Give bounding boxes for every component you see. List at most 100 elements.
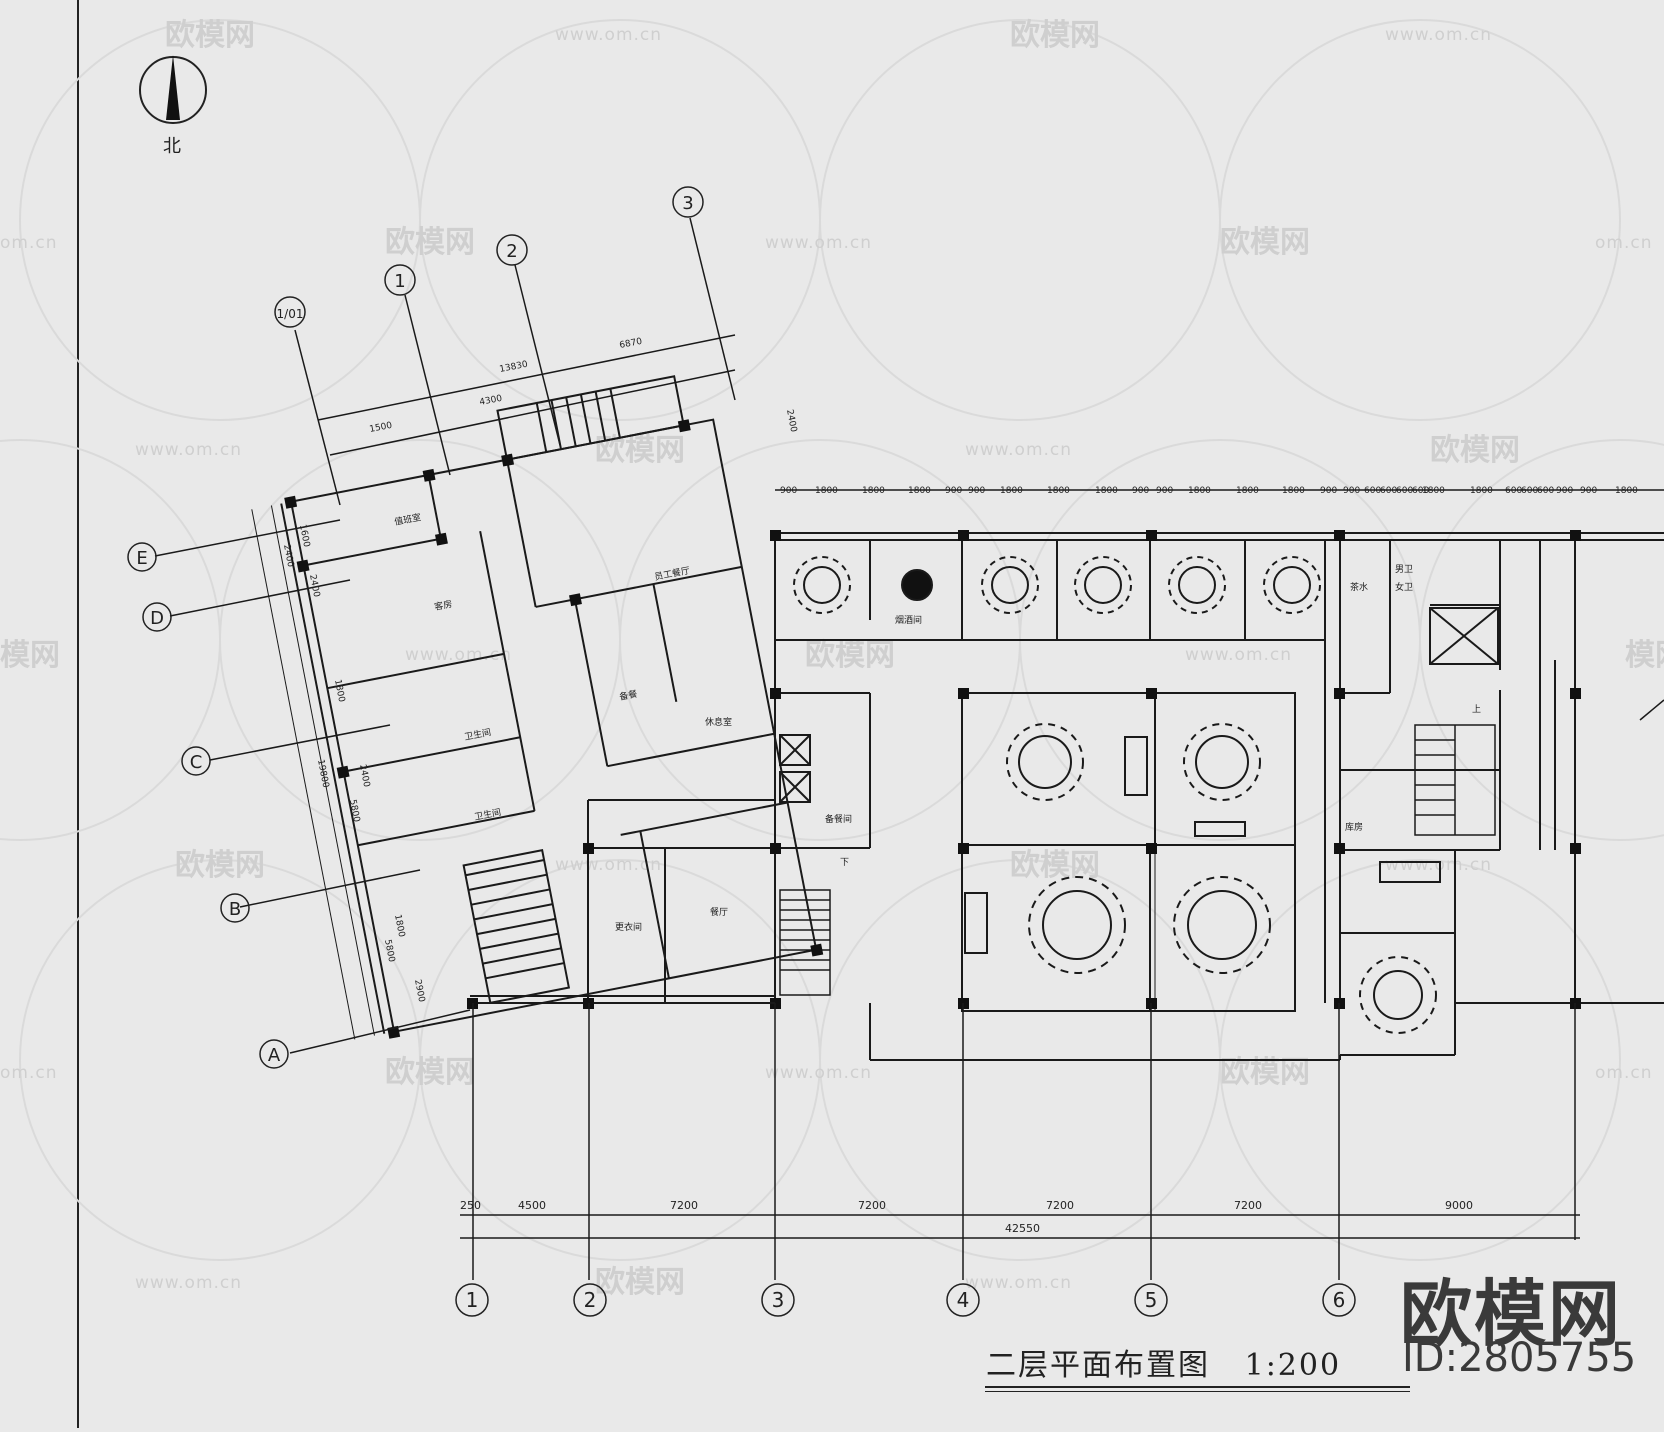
room-label: 库房 xyxy=(1345,821,1363,833)
room-label: 值班室 xyxy=(393,511,422,528)
dim-label: 1800 xyxy=(392,914,406,939)
main-building-walls xyxy=(774,532,1664,1061)
title-underline-thin xyxy=(985,1391,1410,1392)
wm-brand: 欧模网 xyxy=(165,18,255,53)
axis-label: 1 xyxy=(394,271,405,292)
wm-brand: 欧模网 xyxy=(1010,848,1100,883)
dim-label: 2400 xyxy=(307,574,321,599)
dim-label: 2400 xyxy=(357,764,371,789)
scale-text: 1:200 xyxy=(1244,1348,1342,1383)
dim-label: 6870 xyxy=(619,337,644,351)
room-label: 女卫 xyxy=(1395,581,1413,593)
axis-label: E xyxy=(136,548,147,569)
dim-label: 1800 xyxy=(1422,486,1445,496)
axis-label: 5 xyxy=(1145,1288,1158,1312)
dim-label: 2900 xyxy=(412,979,426,1004)
room-label: 更衣间 xyxy=(615,921,642,933)
dim-label: 1800 xyxy=(1236,486,1259,496)
dim-label: 1800 xyxy=(815,486,838,496)
dim-label: 7200 xyxy=(858,1199,886,1212)
room-label: 备餐间 xyxy=(825,813,852,825)
wm-brand: 欧模网 xyxy=(1220,225,1310,260)
bottom-dimensions: 250 4500 7200 7200 7200 7200 9000 42550 xyxy=(460,1199,1473,1235)
wm-url: www.om.cn xyxy=(765,1063,872,1083)
wm-brand: 欧模网 xyxy=(805,638,895,673)
wm-url: www.om.cn xyxy=(965,1273,1072,1293)
dim-label: 600 xyxy=(1537,486,1554,496)
wm-url: www.om.cn xyxy=(555,25,662,45)
room-label: 卫生间 xyxy=(463,726,492,743)
wm-url: www.om.cn xyxy=(1185,645,1292,665)
dim-label: 7200 xyxy=(1046,1199,1074,1212)
room-label: 备餐 xyxy=(618,688,638,703)
dim-label: 1800 xyxy=(1000,486,1023,496)
dim-label: 900 xyxy=(1556,486,1573,496)
dim-label: 600 xyxy=(1505,486,1522,496)
wm-url: www.om.cn xyxy=(965,440,1072,460)
drawing-title: 二层平面布置图 1:200 xyxy=(986,1340,1341,1384)
axis-label: 1 xyxy=(466,1288,479,1312)
dim-label: 1500 xyxy=(369,421,394,435)
wm-url: www.om.cn xyxy=(555,855,662,875)
dim-label: 2400 xyxy=(281,544,295,569)
axis-label: 3 xyxy=(772,1288,785,1312)
watermark-brand: 欧模网 xyxy=(1400,1272,1623,1356)
dim-label: 2400 xyxy=(784,409,798,434)
wm-brand: 欧模网 xyxy=(175,848,265,883)
watermark-texts: 欧模网 www.om.cn 欧模网 www.om.cn om.cn 欧模网 ww… xyxy=(0,18,1664,1300)
dim-label: 900 xyxy=(1156,486,1173,496)
dim-label: 1800 xyxy=(1047,486,1070,496)
wm-brand: 欧模网 xyxy=(1010,18,1100,53)
dim-label: 600 xyxy=(1380,486,1397,496)
dim-label: 9000 xyxy=(1445,1199,1473,1212)
dim-label: 4500 xyxy=(518,1199,546,1212)
top-axis-lines xyxy=(294,217,736,506)
dim-label: 250 xyxy=(460,1199,481,1212)
bottom-axis-bubbles: 1 2 3 4 5 6 xyxy=(455,1283,1356,1317)
stair-main xyxy=(779,724,1496,996)
axis-label: B xyxy=(229,899,241,920)
room-label: 烟酒间 xyxy=(895,614,922,626)
dim-label: 1800 xyxy=(1615,486,1638,496)
axis-lines xyxy=(460,489,1664,1280)
dim-label: 1800 xyxy=(332,679,346,704)
axis-label: 2 xyxy=(584,1288,597,1312)
dim-label: 600 xyxy=(1396,486,1413,496)
dim-label: 1800 xyxy=(1095,486,1118,496)
room-label: 下 xyxy=(840,858,849,868)
wm-brand: 欧模网 xyxy=(595,433,685,468)
dim-label: 5800 xyxy=(347,799,361,824)
dim-label: 900 xyxy=(780,486,797,496)
title-text: 二层平面布置图 xyxy=(986,1348,1210,1383)
dim-label: 5800 xyxy=(382,939,396,964)
room-label: 男卫 xyxy=(1395,564,1413,575)
axis-label: 2 xyxy=(506,241,517,262)
wm-url: www.om.cn xyxy=(1385,25,1492,45)
dim-label: 13830 xyxy=(499,360,529,375)
room-label: 上 xyxy=(1472,704,1481,715)
edge-line xyxy=(1639,699,1664,721)
left-axis-bubbles: E D C B A xyxy=(127,542,289,1069)
dim-label: 1800 xyxy=(1188,486,1211,496)
dim-label: 1600 xyxy=(297,524,311,549)
dim-label: 600 xyxy=(1364,486,1381,496)
wm-brand: 欧模网 xyxy=(385,1055,475,1090)
axis-label: 4 xyxy=(957,1288,970,1312)
wm-url: om.cn xyxy=(0,1063,58,1083)
wm-url: www.om.cn xyxy=(135,440,242,460)
north-label: 北 xyxy=(163,136,181,157)
north-arrow xyxy=(139,55,207,124)
dim-label: 900 xyxy=(1132,486,1149,496)
dim-label: 19800 xyxy=(315,759,330,789)
room-label: 餐厅 xyxy=(710,906,728,918)
dim-label: 900 xyxy=(1343,486,1360,496)
left-axis-lines xyxy=(154,519,471,1054)
dim-label: 7200 xyxy=(670,1199,698,1212)
dim-label: 600 xyxy=(1521,486,1538,496)
wm-url: www.om.cn xyxy=(135,1273,242,1293)
dim-label: 4300 xyxy=(479,394,504,408)
wm-brand: 欧模网 xyxy=(595,1265,685,1300)
dim-label: 1800 xyxy=(1470,486,1493,496)
wm-brand: 欧模网 xyxy=(1430,433,1520,468)
